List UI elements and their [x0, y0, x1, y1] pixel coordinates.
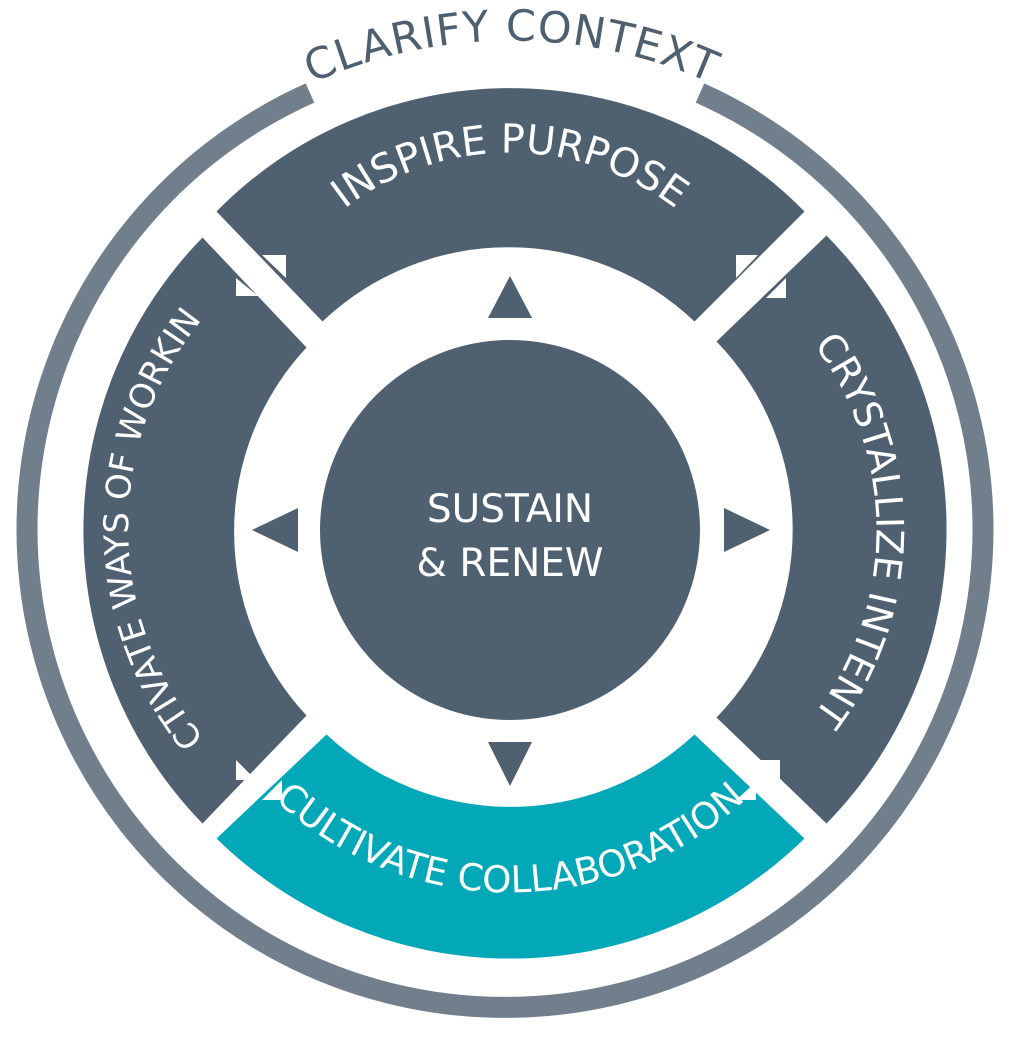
outer-ring-arc: [16, 83, 994, 1018]
corner-marker-icon: [736, 255, 758, 278]
segment-activate-ways-of-working: [83, 237, 307, 824]
arrow-left-icon: [252, 508, 298, 552]
corner-markers: [236, 255, 786, 800]
center-label-line2: & RENEW: [417, 541, 604, 586]
center-circle: [320, 340, 700, 720]
corner-marker-icon: [262, 780, 282, 800]
segment-crystallize-intent: [716, 235, 947, 824]
corner-marker-icon: [236, 760, 256, 780]
corner-marker-icon: [760, 760, 780, 780]
arrow-down-icon: [488, 742, 532, 786]
corner-marker-icon: [262, 255, 286, 278]
corner-marker-icon: [236, 278, 258, 296]
direction-arrows: [252, 276, 770, 786]
arrow-up-icon: [488, 276, 532, 318]
corner-marker-icon: [766, 278, 786, 298]
segment-cultivate-collaboration: [216, 734, 805, 959]
segment-inspire-purpose: [216, 88, 805, 322]
arrow-right-icon: [724, 508, 770, 552]
center-label-line1: SUSTAIN: [427, 487, 593, 532]
corner-marker-icon: [736, 782, 756, 800]
clarify-context-label: CLARIFY CONTEXT: [297, 1, 726, 93]
center-hub: SUSTAIN & RENEW: [320, 340, 700, 720]
